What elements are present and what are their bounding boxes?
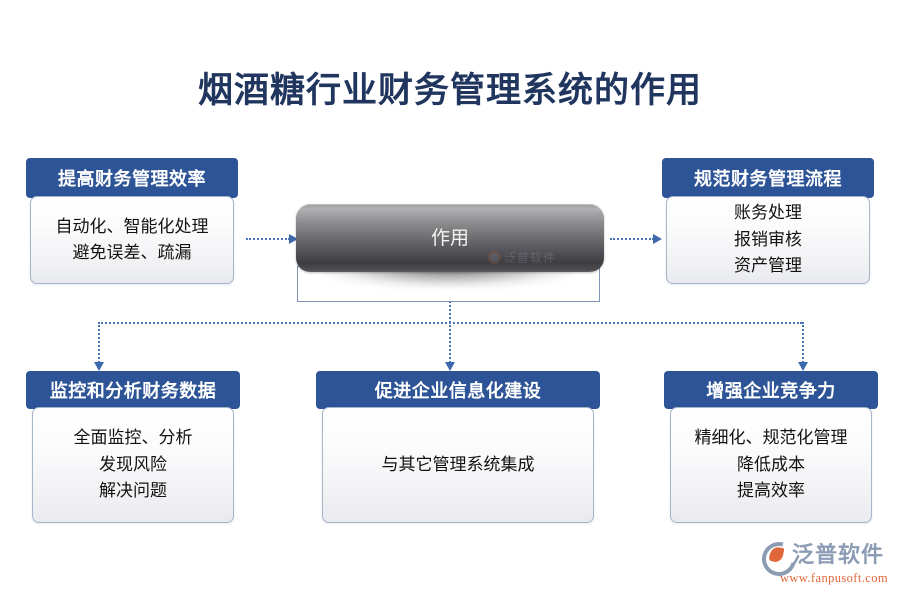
page-title: 烟酒糖行业财务管理系统的作用 — [197, 71, 702, 110]
card-line: 提高效率 — [737, 481, 805, 501]
arrowhead-center-to-right — [653, 234, 662, 244]
card-monitor-analyze[interactable]: 监控和分析财务数据 全面监控、分析 发现风险 解决问题 — [26, 371, 240, 523]
center-node[interactable]: 作用 泛普软件 — [296, 204, 604, 302]
card-lines-informatization: 与其它管理系统集成 — [382, 452, 535, 478]
card-line: 资产管理 — [734, 256, 802, 276]
card-body-improve-efficiency: 自动化、智能化处理 避免误差、疏漏 — [30, 196, 234, 284]
card-competitiveness[interactable]: 增强企业竞争力 精细化、规范化管理 降低成本 提高效率 — [664, 371, 878, 523]
center-node-pill[interactable]: 作用 泛普软件 — [296, 204, 604, 272]
card-line: 报销审核 — [734, 229, 802, 249]
center-node-label: 作用 — [430, 227, 469, 249]
card-lines-monitor-analyze: 全面监控、分析 发现风险 解决问题 — [74, 425, 193, 504]
card-standardize-process[interactable]: 规范财务管理流程 账务处理 报销审核 资产管理 — [662, 158, 874, 284]
watermark-logo-icon: 泛普软件 — [487, 249, 556, 266]
connector-bus-to-competitiveness — [802, 322, 804, 363]
watermark-swoosh-icon — [487, 251, 501, 264]
card-line: 全面监控、分析 — [73, 428, 193, 448]
card-line: 发现风险 — [99, 454, 167, 474]
card-header-standardize-process: 规范财务管理流程 — [662, 158, 874, 198]
fanpu-swoosh-icon — [755, 535, 803, 583]
arrowhead-bus-to-competitiveness — [798, 362, 808, 371]
card-lines-improve-efficiency: 自动化、智能化处理 避免误差、疏漏 — [56, 214, 209, 267]
card-line: 避免误差、疏漏 — [72, 243, 192, 262]
card-header-monitor-analyze: 监控和分析财务数据 — [26, 371, 240, 409]
connector-bus-to-informatization — [449, 322, 451, 363]
card-line: 降低成本 — [737, 454, 805, 474]
connector-left-to-center — [246, 238, 290, 240]
card-lines-standardize-process: 账务处理 报销审核 资产管理 — [734, 200, 802, 279]
card-body-monitor-analyze: 全面监控、分析 发现风险 解决问题 — [32, 407, 234, 523]
card-line: 精细化、规范化管理 — [694, 428, 848, 448]
card-header-improve-efficiency: 提高财务管理效率 — [26, 158, 238, 198]
card-body-standardize-process: 账务处理 报销审核 资产管理 — [666, 196, 870, 284]
card-header-competitiveness: 增强企业竞争力 — [664, 371, 878, 409]
connector-bus-to-monitor — [98, 322, 100, 363]
card-line: 自动化、智能化处理 — [55, 216, 209, 236]
card-body-informatization: 与其它管理系统集成 — [322, 407, 594, 523]
card-line: 解决问题 — [99, 481, 167, 501]
brand-logo: 泛普软件 www.fanpusoft.com — [755, 535, 888, 588]
card-line: 与其它管理系统集成 — [381, 454, 535, 474]
arrowhead-bus-to-monitor — [94, 362, 104, 371]
card-body-competitiveness: 精细化、规范化管理 降低成本 提高效率 — [670, 407, 872, 523]
card-line: 账务处理 — [734, 203, 802, 223]
arrowhead-left-to-center — [289, 234, 298, 244]
watermark-text: 泛普软件 — [503, 251, 556, 265]
brand-name: 泛普软件 — [792, 542, 885, 567]
arrowhead-bus-to-informatization — [445, 362, 455, 371]
card-lines-competitiveness: 精细化、规范化管理 降低成本 提高效率 — [695, 425, 848, 504]
card-improve-efficiency[interactable]: 提高财务管理效率 自动化、智能化处理 避免误差、疏漏 — [26, 158, 238, 284]
card-header-informatization: 促进企业信息化建设 — [316, 371, 600, 409]
connector-center-to-right — [610, 238, 654, 240]
brand-url: www.fanpusoft.com — [779, 571, 888, 585]
brand-logo-row: 泛普软件 — [755, 535, 888, 583]
card-informatization[interactable]: 促进企业信息化建设 与其它管理系统集成 — [316, 371, 600, 523]
